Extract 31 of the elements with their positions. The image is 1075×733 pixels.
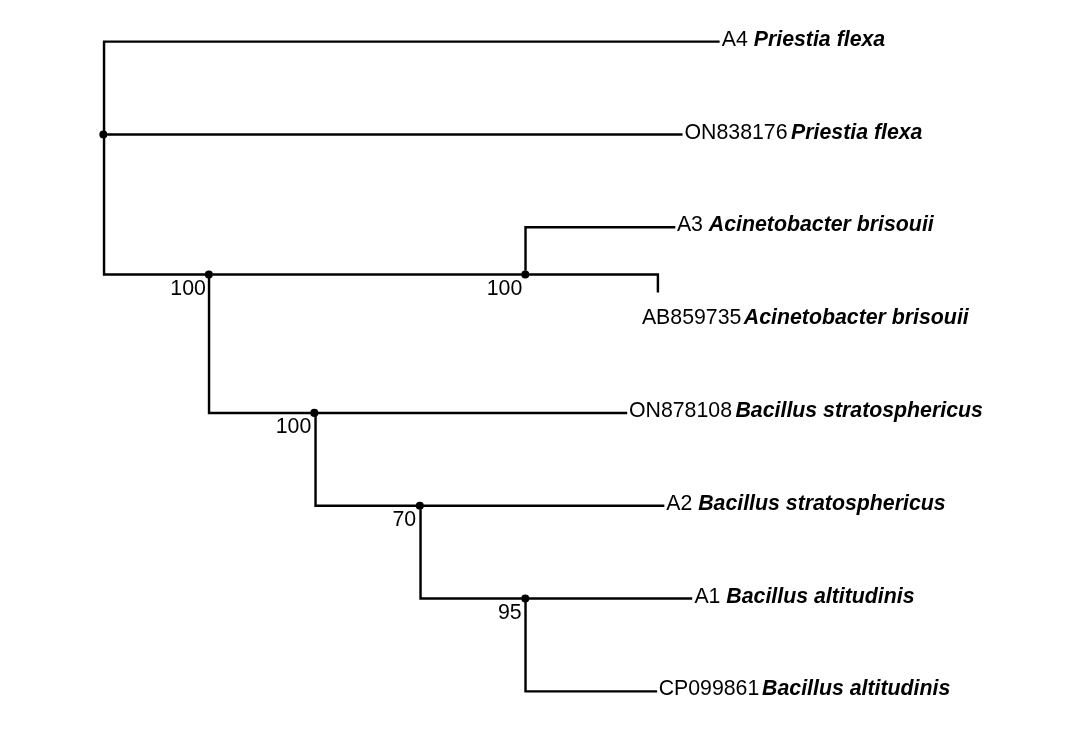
- connector: [418, 509, 522, 600]
- connector: [422, 504, 664, 507]
- node-text: A1 Bacillus altitudinis: [693, 583, 915, 608]
- node-point: [204, 270, 213, 279]
- connector: [313, 416, 416, 507]
- connector: [523, 226, 675, 271]
- connector: [102, 137, 205, 276]
- node-label: 100: [486, 275, 522, 300]
- connector: [207, 277, 311, 415]
- connector: [106, 133, 682, 136]
- node-label: 70: [391, 507, 416, 532]
- node-label: 95: [497, 599, 522, 624]
- node-point: [415, 501, 424, 510]
- node-text: A3 Acinetobacter brisouii: [676, 212, 934, 237]
- connector: [528, 597, 692, 600]
- node-text: A2 Bacillus stratosphericus: [665, 490, 946, 515]
- node-point: [520, 594, 529, 603]
- node-label: 100: [275, 414, 311, 439]
- node-point: [98, 130, 107, 139]
- connector: [211, 273, 522, 276]
- node-point: [309, 408, 318, 417]
- connector: [317, 411, 627, 415]
- node-text: ON878108 Bacillus stratosphericus: [628, 398, 983, 423]
- connector: [523, 602, 657, 693]
- node-text: A4 Priestia flexa: [721, 26, 885, 51]
- node-point: [520, 270, 529, 279]
- node-text: CP099861Bacillus altitudinis: [658, 676, 950, 701]
- node-text: ON838176 Priestia flexa: [684, 119, 922, 144]
- connector: [102, 40, 720, 131]
- node-label: 100: [169, 275, 206, 300]
- node-text: AB859735Acinetobacter brisouii: [641, 305, 969, 330]
